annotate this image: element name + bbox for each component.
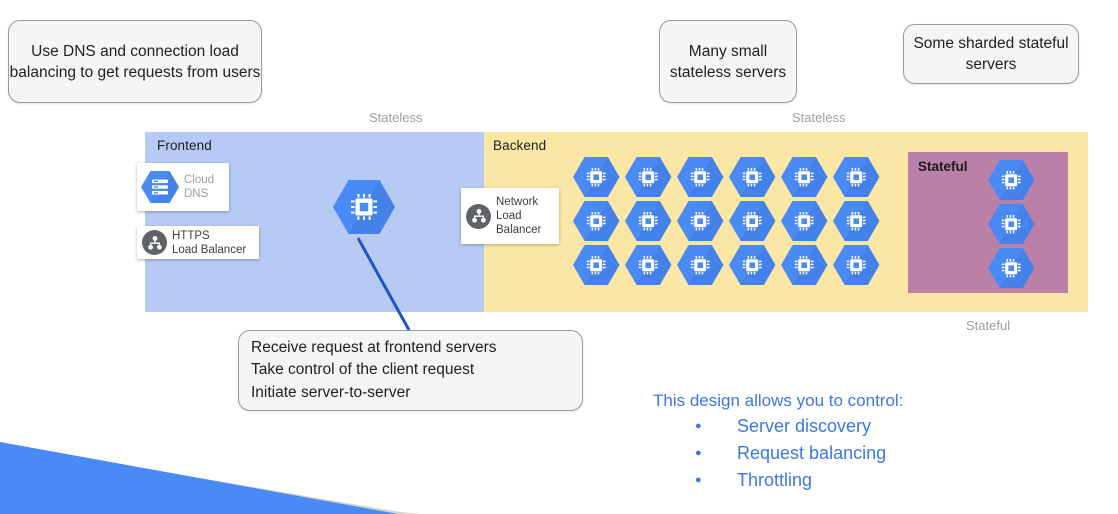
callout-dns-load-balancing: Use DNS and connection load balancing to… bbox=[8, 20, 262, 103]
list-item: Throttling bbox=[695, 467, 903, 494]
backend-server-grid bbox=[573, 157, 880, 285]
chip-https-load-balancer-label: HTTPS Load Balancer bbox=[172, 229, 247, 256]
network-load-balancer-icon bbox=[466, 203, 491, 229]
chip-network-load-balancer[interactable]: Network Load Balancer bbox=[461, 188, 559, 244]
frontend-server-icon bbox=[333, 180, 395, 234]
caption-stateless-backend: Stateless bbox=[792, 110, 846, 125]
design-control-items: Server discovery Request balancing Throt… bbox=[653, 413, 903, 494]
https-load-balancer-icon bbox=[142, 230, 167, 255]
callout-receive-text: Receive request at frontend servers Take… bbox=[251, 338, 497, 401]
chip-https-load-balancer[interactable]: HTTPS Load Balancer bbox=[137, 226, 259, 259]
chip-network-load-balancer-label: Network Load Balancer bbox=[496, 196, 542, 236]
callout-receive-request: Receive request at frontend servers Take… bbox=[238, 330, 583, 411]
design-control-lead: This design allows you to control: bbox=[653, 391, 904, 410]
caption-stateless-frontend: Stateless bbox=[369, 110, 423, 125]
stateful-server-grid bbox=[988, 160, 1035, 288]
frontend-panel bbox=[145, 132, 484, 312]
caption-stateful: Stateful bbox=[966, 318, 1011, 333]
list-item: Request balancing bbox=[695, 440, 903, 467]
frontend-panel-title: Frontend bbox=[157, 138, 212, 153]
cloud-dns-icon bbox=[141, 171, 179, 203]
design-control-list: This design allows you to control: Serve… bbox=[653, 388, 903, 494]
callout-many-small-servers: Many small stateless servers bbox=[659, 20, 797, 103]
chip-cloud-dns-label: Cloud DNS bbox=[184, 174, 215, 200]
decorative-wedge bbox=[0, 442, 420, 514]
stateful-panel-title: Stateful bbox=[918, 159, 968, 174]
list-item: Server discovery bbox=[695, 413, 903, 440]
stateful-panel bbox=[908, 152, 1068, 293]
callout-many-text: Many small stateless servers bbox=[669, 42, 787, 81]
backend-panel-title: Backend bbox=[493, 138, 547, 153]
chip-cloud-dns[interactable]: Cloud DNS bbox=[137, 163, 229, 211]
callout-sharded-servers: Some sharded stateful servers bbox=[903, 24, 1079, 84]
callout-sharded-text: Some sharded stateful servers bbox=[913, 35, 1069, 73]
callout-dns-text: Use DNS and connection load balancing to… bbox=[9, 42, 261, 81]
